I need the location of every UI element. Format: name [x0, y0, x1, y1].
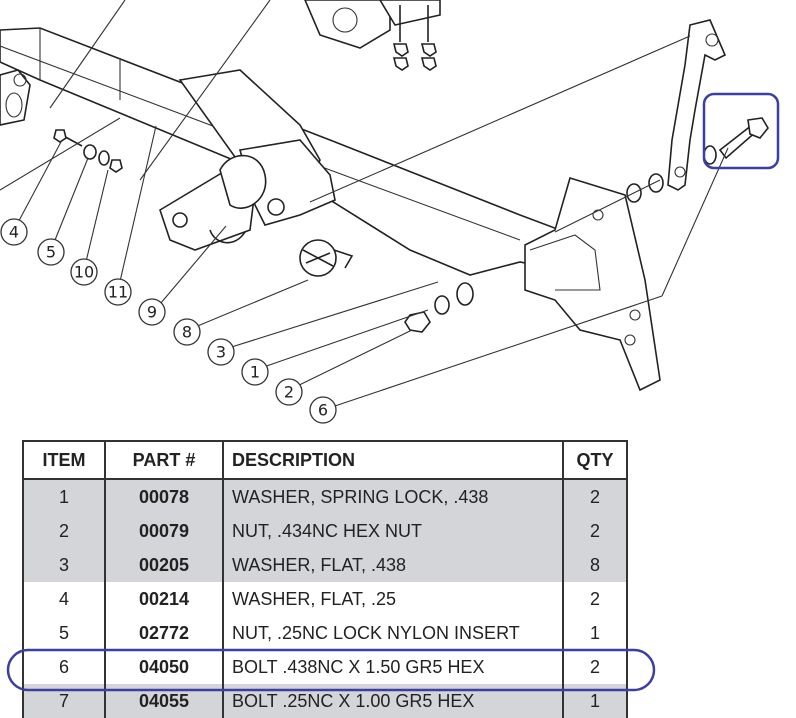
hitch-clamp [159, 69, 336, 251]
header-part-number: PART # [104, 440, 224, 480]
cell-description: BOLT .25NC X 1.00 GR5 HEX [222, 684, 564, 718]
callout-2: 2 [275, 378, 303, 406]
hitch-pin-clip [299, 239, 354, 277]
cell-item: 6 [22, 650, 106, 684]
cell-item: 7 [22, 684, 106, 718]
callout-10: 10 [70, 258, 98, 286]
cell-part: 00205 [104, 548, 224, 582]
table-row: 4 00214 WASHER, FLAT, .25 2 [22, 582, 628, 616]
callout-3: 3 [207, 338, 235, 366]
left-bracket [0, 69, 31, 126]
bolt-highlight-box [702, 92, 780, 170]
table-row: 1 00078 WASHER, SPRING LOCK, .438 2 [22, 479, 628, 514]
cell-item: 3 [22, 548, 106, 582]
svg-text:4: 4 [9, 223, 19, 242]
cell-description: WASHER, SPRING LOCK, .438 [222, 479, 564, 514]
svg-text:2: 2 [284, 383, 294, 402]
fasteners [53, 117, 769, 333]
svg-text:5: 5 [46, 243, 56, 262]
svg-text:6: 6 [318, 401, 328, 420]
table-row: 7 04055 BOLT .25NC X 1.00 GR5 HEX 1 [22, 684, 628, 718]
cell-qty: 2 [562, 650, 628, 684]
table-row: 3 00205 WASHER, FLAT, .438 8 [22, 548, 628, 582]
cell-item: 1 [22, 479, 106, 514]
callout-4: 4 [0, 218, 28, 246]
svg-text:10: 10 [74, 263, 94, 282]
cell-qty: 1 [562, 616, 628, 650]
cell-description: NUT, .25NC LOCK NYLON INSERT [222, 616, 564, 650]
table-row: 5 02772 NUT, .25NC LOCK NYLON INSERT 1 [22, 616, 628, 650]
cell-description: WASHER, FLAT, .438 [222, 548, 564, 582]
callout-5: 5 [37, 238, 65, 266]
cell-part: 00079 [104, 514, 224, 548]
bill-of-materials-table: ITEM PART # DESCRIPTION QTY 1 00078 WASH… [22, 440, 628, 718]
cell-qty: 8 [562, 548, 628, 582]
callout-9: 9 [138, 298, 166, 326]
cell-part: 02772 [104, 616, 224, 650]
cell-qty: 2 [562, 582, 628, 616]
mounting-arm [524, 19, 727, 392]
table-row: 2 00079 NUT, .434NC HEX NUT 2 [22, 514, 628, 548]
cell-part: 00214 [104, 582, 224, 616]
header-description: DESCRIPTION [222, 440, 564, 480]
cell-part: 00078 [104, 479, 224, 514]
cell-qty: 1 [562, 684, 628, 718]
svg-text:1: 1 [250, 363, 260, 382]
table-row: 6 04050 BOLT .438NC X 1.50 GR5 HEX 2 [22, 650, 628, 684]
cell-part: 04055 [104, 684, 224, 718]
cell-item: 4 [22, 582, 106, 616]
svg-text:11: 11 [108, 283, 128, 302]
header-item: ITEM [22, 440, 106, 480]
callout-6: 6 [309, 396, 337, 424]
leader-lines [0, 0, 729, 411]
exploded-assembly-drawing: 4 5 10 11 9 8 3 1 2 6 [0, 0, 780, 424]
cell-item: 2 [22, 514, 106, 548]
callout-11: 11 [104, 278, 132, 306]
svg-text:3: 3 [216, 343, 226, 362]
callout-8: 8 [173, 318, 201, 346]
cell-part: 04050 [104, 650, 224, 684]
cell-description: BOLT .438NC X 1.50 GR5 HEX [222, 650, 564, 684]
header-qty: QTY [562, 440, 628, 480]
top-bracket [304, 0, 441, 71]
cell-description: WASHER, FLAT, .25 [222, 582, 564, 616]
table-header-row: ITEM PART # DESCRIPTION QTY [22, 440, 628, 480]
svg-text:8: 8 [182, 323, 192, 342]
callout-1: 1 [241, 358, 269, 386]
cell-description: NUT, .434NC HEX NUT [222, 514, 564, 548]
cell-qty: 2 [562, 514, 628, 548]
cell-qty: 2 [562, 479, 628, 514]
svg-text:9: 9 [147, 303, 157, 322]
cell-item: 5 [22, 616, 106, 650]
